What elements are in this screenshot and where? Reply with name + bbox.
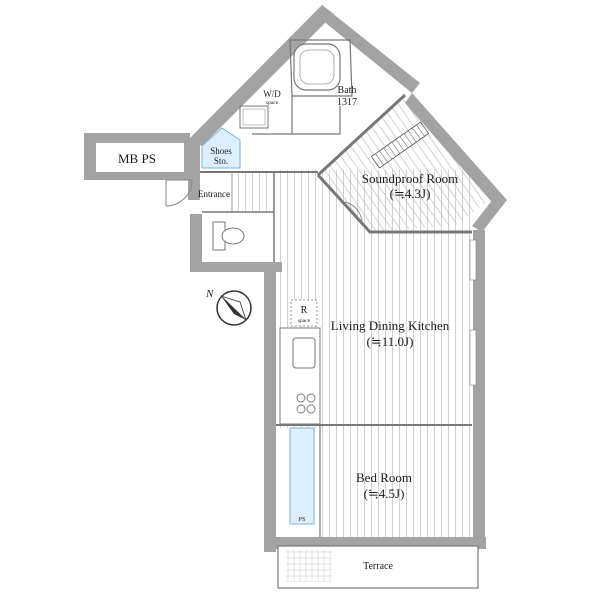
bath-size-label: 1317 [337,97,357,108]
right-window-1 [469,239,477,281]
bath-label: Bath [338,85,357,96]
ldk-label: Living Dining Kitchen [331,318,450,333]
mb-ps-box [96,143,184,172]
compass-icon [216,290,252,326]
fridge-space [290,299,318,327]
right-window-2 [469,329,477,386]
shoes-label-2: Sto. [214,156,228,166]
fridge-label: R [301,305,308,316]
soundproof-corner-wall [472,194,507,232]
shoes-storage [201,127,241,169]
bathtub-inner [299,49,335,85]
soundproof-keyboard [370,121,430,169]
burner-4 [306,404,316,414]
soundproof-inner-wall [316,173,472,234]
soundproof-right-wall [405,93,507,208]
soundproof-door-swing [344,201,363,223]
terrace-label: Terrace [363,561,393,572]
burner-3 [296,404,306,414]
wd-label: W/D [263,89,281,99]
entrance-left-wall [188,140,200,200]
mb-ps-label: MB PS [118,151,156,166]
soundproof-room-label: Soundproof Room [362,171,458,186]
wd-space-label: space [266,100,279,106]
kitchen-sink [292,337,316,369]
terrace-unit [286,550,332,582]
burner-2 [306,393,316,403]
bedroom-closet [289,427,315,525]
shoes-label: Shoes [210,146,232,156]
toilet-bowl [221,227,245,245]
ps-label: PS [299,517,306,523]
ldk-left-wall [264,262,276,552]
washbasin-inner [242,108,266,126]
compass-north-label: N [205,288,214,300]
burner-1 [296,393,306,403]
bedroom-label: Bed Room [356,470,412,485]
toilet-bottom-wall [190,262,282,272]
ldk-size: (≒11.0J) [367,334,414,349]
upper-right-diagonal-wall [322,5,420,93]
bath-enclosure [289,39,353,97]
entrance-door-swing [165,179,193,207]
right-wall [473,230,485,548]
soundproof-top-wall [316,93,407,177]
entrance-step [232,172,272,212]
toilet-left-wall [190,214,202,270]
entrance-label: Entrance [198,189,230,199]
bedroom-size: (≒4.5J) [364,486,405,501]
bathtub [293,43,341,91]
soundproof-floor [318,95,490,232]
fridge-space-label: space [298,318,311,324]
bedroom-floor [320,425,472,537]
washbasin [239,105,269,129]
soundproof-room-size: (≒4.3J) [390,186,431,201]
